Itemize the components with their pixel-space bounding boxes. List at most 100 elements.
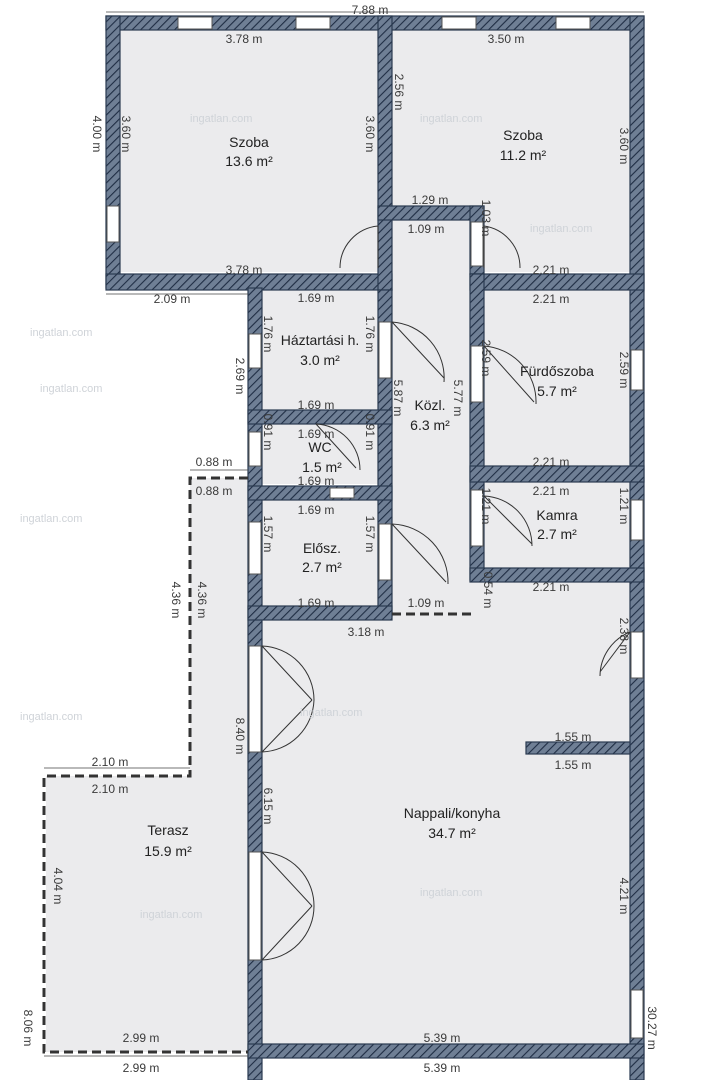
- dim-label: 2.69 m: [233, 358, 247, 395]
- door-szoba-right: [483, 225, 521, 269]
- dim-label: 1.03 m: [479, 200, 493, 237]
- wall-kitchen-stub: [525, 741, 631, 755]
- dim-label: 2.99 m: [123, 1061, 160, 1075]
- room-area-kamra: 2.7 m²: [537, 526, 577, 542]
- window-top-2: [295, 16, 331, 30]
- dim-label: 1.55 m: [555, 730, 592, 744]
- dim-label: 0.54 m: [481, 572, 495, 609]
- window-elosz: [378, 523, 392, 581]
- dimension-labels: 7.88 m 3.78 m 3.50 m 1.29 m 1.09 m 3.78 …: [92, 3, 592, 1075]
- floor-wc: [262, 424, 378, 484]
- door-haz: [391, 321, 445, 383]
- room-area-szoba-left: 13.6 m²: [225, 153, 273, 169]
- floor-terasz-lower: [46, 776, 250, 1052]
- windows: [106, 16, 644, 1039]
- terrace-border: [42, 476, 476, 1054]
- door-terrace-1b: [261, 699, 315, 753]
- dim-label: 4.04 m: [51, 868, 65, 905]
- wall-east: [629, 15, 645, 1080]
- room-floors: [46, 30, 630, 1052]
- dim-label: 3.60 m: [119, 116, 133, 153]
- window-kozl-kamra: [470, 489, 484, 547]
- door-furdo: [483, 345, 537, 405]
- dim-label: 2.59 m: [617, 352, 631, 389]
- wall-top-left-west: [105, 15, 121, 289]
- room-name-nappali: Nappali/konyha: [404, 805, 501, 821]
- dim-label: 1.69 m: [298, 474, 335, 488]
- dim-label: 1.57 m: [261, 516, 275, 553]
- door-terrace-1a: [261, 645, 315, 701]
- floor-kozl: [390, 218, 470, 606]
- dim-label: 3.78 m: [226, 263, 263, 277]
- dim-label: 5.39 m: [424, 1061, 461, 1075]
- dim-label: 1.69 m: [298, 427, 335, 441]
- dim-label: 1.76 m: [363, 316, 377, 353]
- dim-label: 2.09 m: [154, 292, 191, 306]
- window-nappali-east: [630, 631, 644, 679]
- wall-bedroom-divider: [377, 15, 393, 291]
- wall-bath-bottom: [469, 465, 645, 483]
- window-kozl-furdo: [470, 345, 484, 403]
- wall-bottom: [247, 1043, 645, 1059]
- watermark: ingatlan.com: [530, 223, 592, 235]
- dim-label: 2.10 m: [92, 755, 129, 769]
- dim-label: 5.87 m: [391, 380, 405, 417]
- window-furdo: [630, 349, 644, 391]
- dim-label: 2.99 m: [123, 1031, 160, 1045]
- room-name-kozl: Közl.: [414, 397, 445, 413]
- door-swings: [261, 225, 631, 961]
- floor-kamra: [484, 482, 630, 568]
- dim-label: 1.69 m: [298, 503, 335, 517]
- room-name-szoba-right: Szoba: [503, 127, 543, 143]
- room-area-terasz: 15.9 m²: [144, 843, 192, 859]
- dim-label: 0.91 m: [363, 414, 377, 451]
- dim-label: 1.69 m: [298, 291, 335, 305]
- window-corr-top: [470, 221, 484, 267]
- door-elosz: [391, 523, 449, 585]
- room-name-furdo: Fürdőszoba: [520, 363, 594, 379]
- watermark: ingatlan.com: [20, 711, 82, 723]
- watermark: ingatlan.com: [20, 513, 82, 525]
- dim-label: 1.21 m: [617, 488, 631, 525]
- window-wc-bottom: [329, 487, 355, 499]
- dim-label: 3.60 m: [363, 116, 377, 153]
- dim-label: 1.09 m: [408, 596, 445, 610]
- wall-corridor-top: [377, 205, 485, 221]
- dim-label: 2.21 m: [533, 580, 570, 594]
- dim-label: 2.10 m: [92, 782, 129, 796]
- dim-overall-height: 30.27 m: [645, 1006, 659, 1049]
- door-nappali-east: [599, 631, 631, 677]
- room-area-wc: 1.5 m²: [302, 459, 342, 475]
- window-top-1: [177, 16, 213, 30]
- door-kamra: [483, 495, 533, 547]
- dim-label: 2.21 m: [533, 455, 570, 469]
- window-kamra: [630, 499, 644, 541]
- watermark: ingatlan.com: [420, 887, 482, 899]
- door-terrace-2a: [261, 851, 315, 907]
- window-elosz-w: [248, 521, 262, 575]
- room-area-furdo: 5.7 m²: [537, 383, 577, 399]
- dimension-lines: [44, 11, 644, 1057]
- wall-wc-bottom: [247, 485, 393, 501]
- dim-label: 2.21 m: [533, 292, 570, 306]
- dim-left-total: 8.06 m: [21, 1010, 35, 1047]
- dim-label: 3.18 m: [348, 625, 385, 639]
- watermark: ingatlan.com: [30, 327, 92, 339]
- wall-kamra-bottom: [469, 567, 645, 583]
- room-name-wc: WC: [308, 439, 331, 455]
- window-left: [106, 205, 120, 243]
- dimension-labels-vertical: 4.00 m 3.60 m 3.60 m 2.56 m 3.60 m 1.03 …: [21, 74, 659, 1050]
- room-area-kozl: 6.3 m²: [410, 417, 450, 433]
- dim-label: 3.50 m: [488, 32, 525, 46]
- dim-label: 2.38 m: [617, 618, 631, 655]
- dim-label: 6.15 m: [261, 788, 275, 825]
- dim-label: 1.69 m: [298, 398, 335, 412]
- room-area-nappali: 34.7 m²: [428, 825, 476, 841]
- window-haz: [248, 333, 262, 369]
- dim-label: 8.40 m: [233, 718, 247, 755]
- floor-terasz-upper: [190, 478, 250, 776]
- window-corr-h: [378, 321, 392, 379]
- dim-label: 0.88 m: [196, 455, 233, 469]
- room-area-szoba-right: 11.2 m²: [500, 147, 547, 163]
